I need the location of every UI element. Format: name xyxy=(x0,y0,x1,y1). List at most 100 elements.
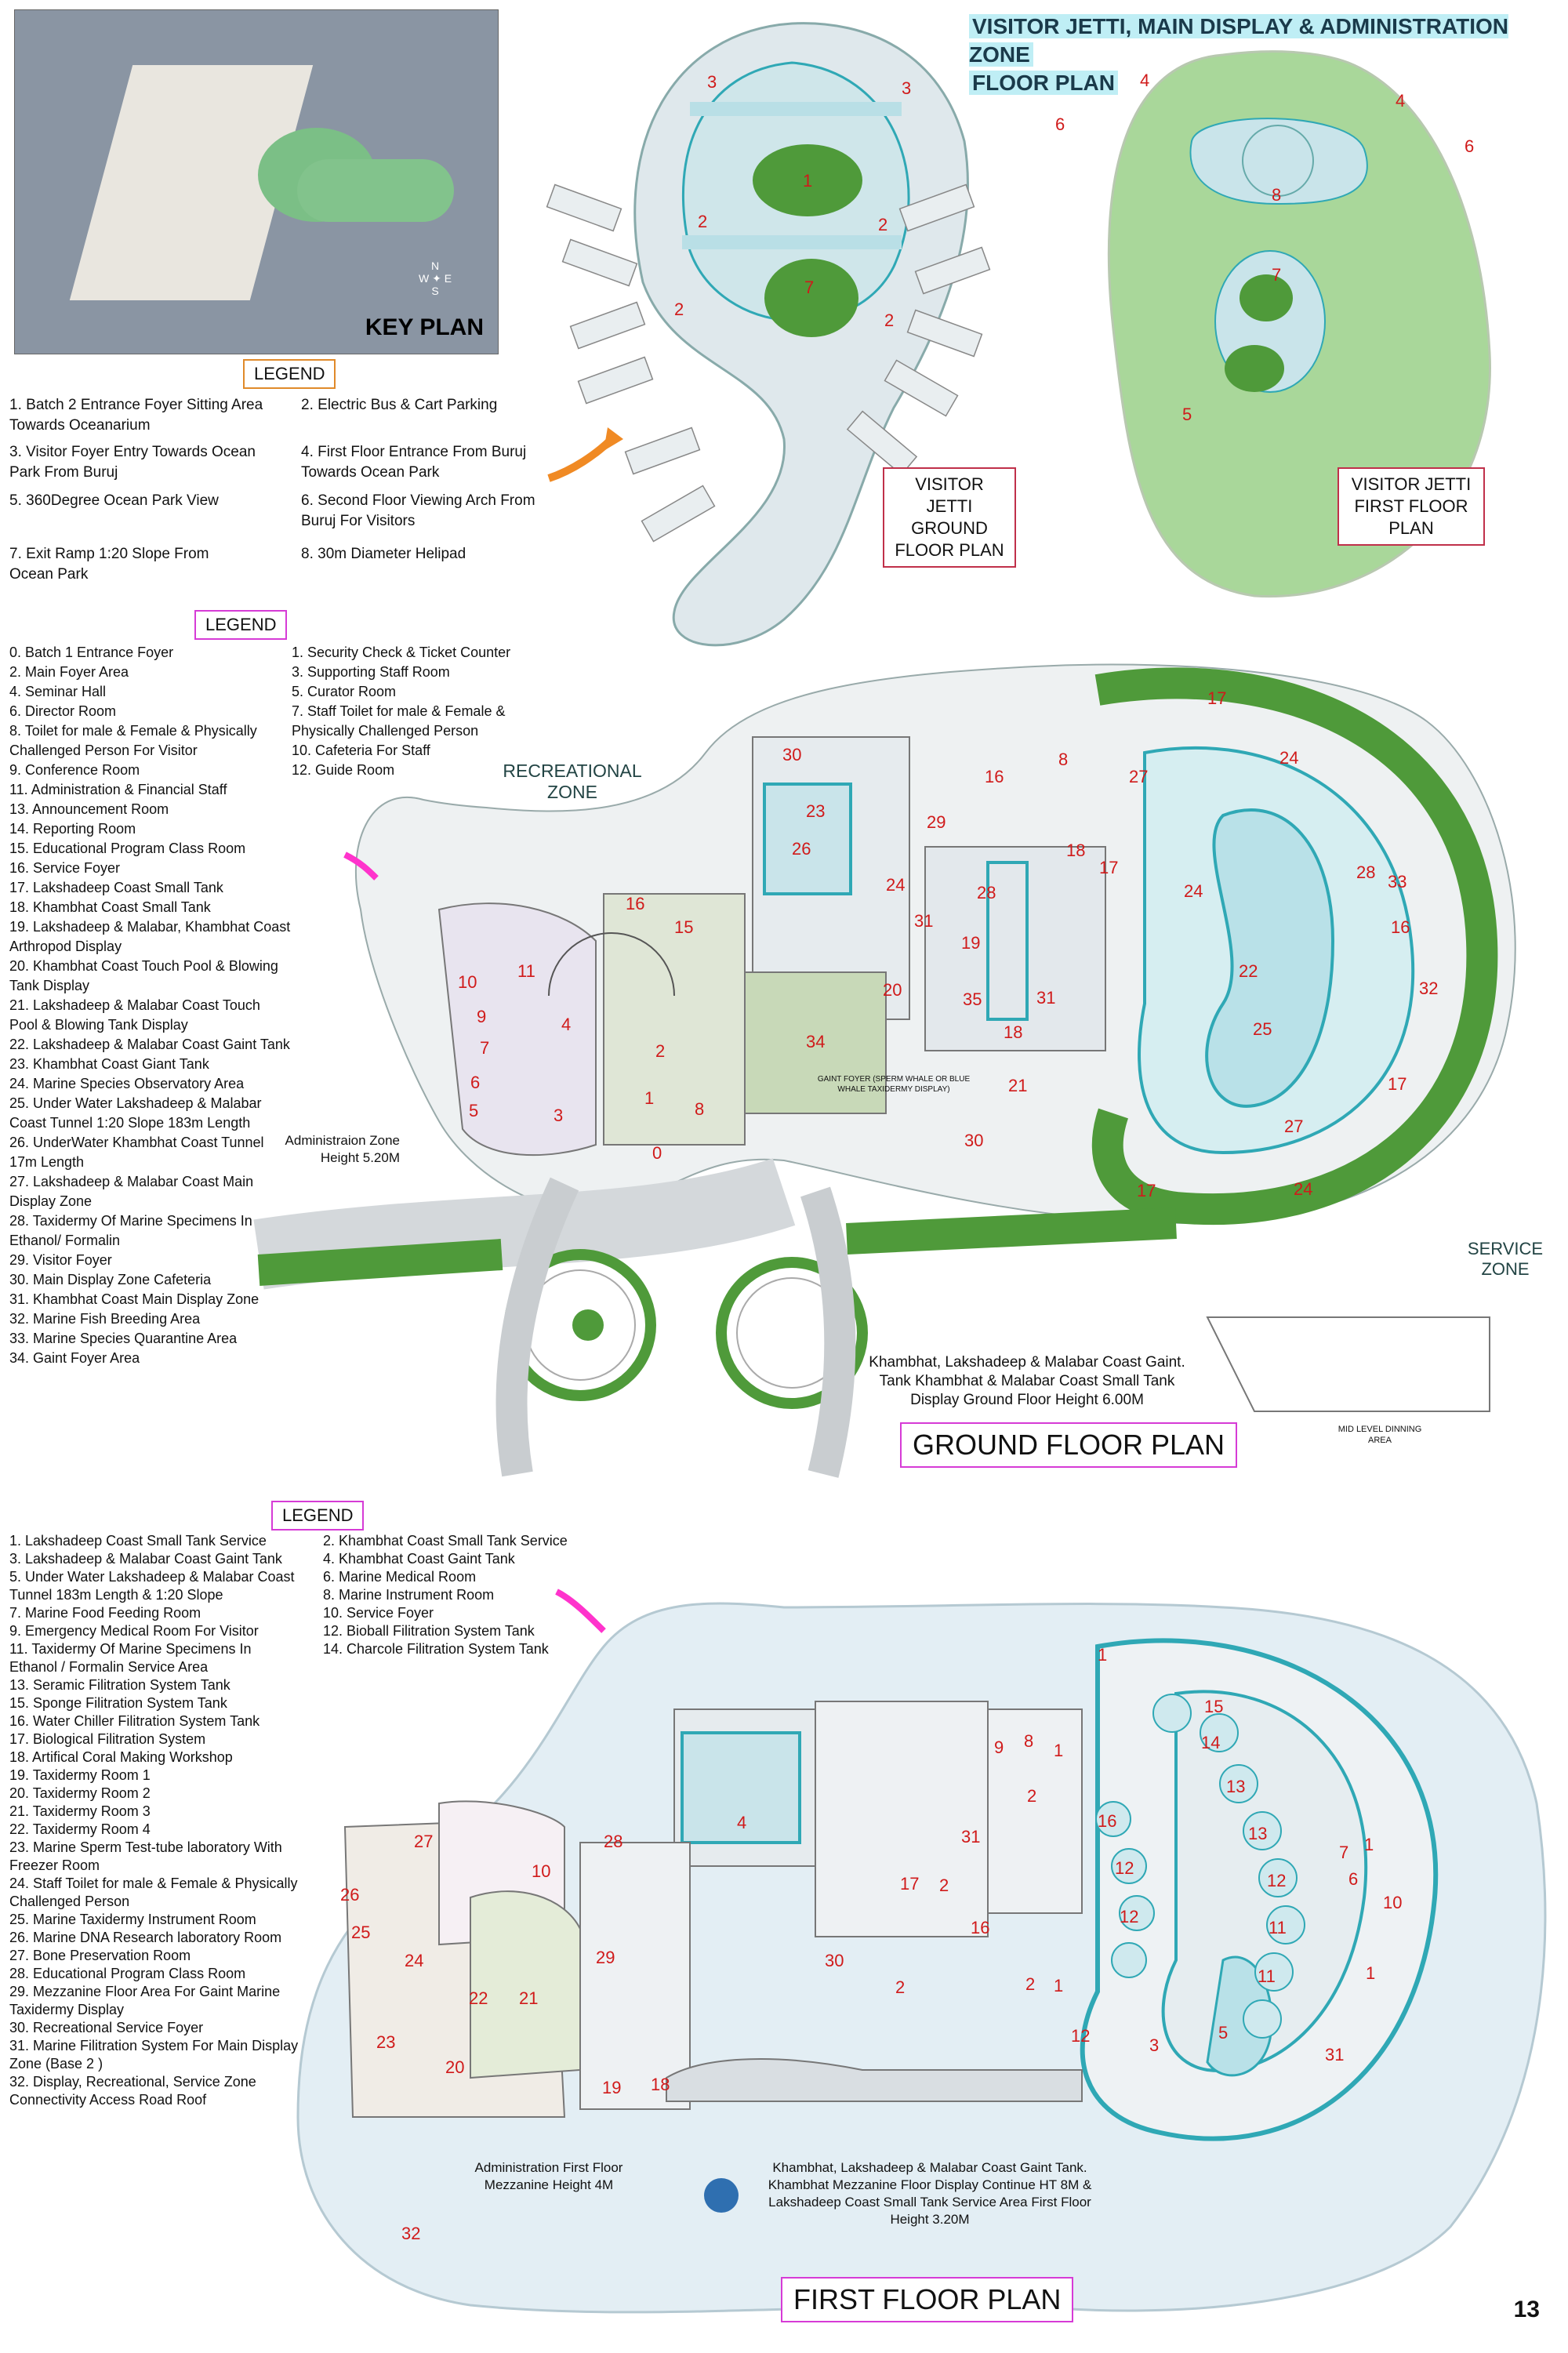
room-number: 14 xyxy=(1201,1733,1221,1752)
room-number: 19 xyxy=(961,933,981,953)
legend-item: 5. Curator Room xyxy=(292,684,397,699)
room-number: 2 xyxy=(884,310,895,330)
room-number: 2 xyxy=(1027,1786,1037,1806)
room-number: 32 xyxy=(401,2224,421,2243)
room-number: 7 xyxy=(804,278,815,297)
legend-item: 14. Reporting Room xyxy=(9,821,136,837)
room-number: 26 xyxy=(792,839,811,859)
gaint-foyer-note: GAINT FOYER (SPERM WHALE OR BLUE WHALE T… xyxy=(817,1075,971,1094)
room-number: 1 xyxy=(1364,1835,1374,1854)
room-number: 2 xyxy=(895,1977,906,1997)
room-number: 1 xyxy=(1054,1741,1064,1760)
page-number: 13 xyxy=(1513,2297,1540,2322)
room-number: 10 xyxy=(458,972,477,992)
room-number: 26 xyxy=(340,1885,360,1905)
legend-item: 9. Emergency Medical Room For Visitor xyxy=(9,1623,259,1639)
legend-item: 30. Main Display Zone Cafeteria xyxy=(9,1272,212,1287)
legend-item: 10. Cafeteria For Staff xyxy=(292,743,430,758)
room-number: 7 xyxy=(1339,1843,1349,1862)
service-zone-label: SERVICE ZONE xyxy=(1467,1239,1544,1279)
key-plan: N W ✦ E S KEY PLAN xyxy=(14,9,499,354)
legend-item: 31. Khambhat Coast Main Display Zone xyxy=(9,1291,260,1307)
room-number: 8 xyxy=(695,1099,705,1119)
admin-height-note: Administraion Zone Height 5.20M xyxy=(285,1133,400,1165)
room-number: 11 xyxy=(517,961,535,981)
legend-item: 27. Bone Preservation Room xyxy=(9,1948,191,1963)
legend-item: 16. Service Foyer xyxy=(9,860,121,876)
room-number: 24 xyxy=(1279,748,1299,768)
legend-item: 33. Marine Species Quarantine Area xyxy=(9,1331,238,1346)
legend-item: 26. UnderWater Khambhat Coast Tunnel 17m… xyxy=(9,1135,264,1170)
room-number: 8 xyxy=(1058,750,1069,769)
room-number: 17 xyxy=(1388,1074,1407,1094)
room-number: 7 xyxy=(1272,265,1282,285)
room-number: 11 xyxy=(1258,1966,1276,1986)
legend-item: 28. Taxidermy Of Marine Specimens In Eth… xyxy=(9,1213,252,1248)
room-number: 1 xyxy=(1098,1645,1108,1665)
room-number: 28 xyxy=(977,883,996,902)
room-number: 9 xyxy=(477,1007,487,1026)
legend-item: 1. Security Check & Ticket Counter xyxy=(292,645,511,660)
legend-item: 25. Marine Taxidermy Instrument Room xyxy=(9,1912,256,1927)
room-number: 2 xyxy=(655,1041,666,1061)
room-number: 2 xyxy=(1025,1974,1036,1994)
legend-item: 26. Marine DNA Research laboratory Room xyxy=(9,1930,282,1945)
room-number: 4 xyxy=(561,1015,572,1034)
room-number: 34 xyxy=(806,1032,826,1051)
room-number: 17 xyxy=(1207,688,1227,708)
legend-item: 25. Under Water Lakshadeep & Malabar Coa… xyxy=(9,1095,262,1131)
room-number: 6 xyxy=(1348,1869,1359,1889)
room-number: 29 xyxy=(927,812,946,832)
legend-item: 28. Educational Program Class Room xyxy=(9,1966,246,1981)
room-number: 12 xyxy=(1115,1858,1134,1878)
room-number: 29 xyxy=(596,1948,615,1967)
legend-item: 5. 360Degree Ocean Park View xyxy=(9,492,219,509)
legend-item: 23. Khambhat Coast Giant Tank xyxy=(9,1056,209,1072)
room-number: 8 xyxy=(1272,185,1282,205)
room-number: 28 xyxy=(604,1832,623,1851)
room-number: 18 xyxy=(1066,841,1086,860)
room-number: 1 xyxy=(803,171,813,191)
room-number: 24 xyxy=(1294,1179,1313,1199)
legend-item: 1. Batch 2 Entrance Foyer Sitting Area T… xyxy=(9,397,263,434)
jetti-first-title: VISITOR JETTI FIRST FLOOR PLAN xyxy=(1338,467,1485,546)
room-number: 22 xyxy=(469,1988,488,2008)
room-number: 15 xyxy=(1204,1697,1224,1716)
arrow-icon xyxy=(547,436,615,482)
legend-item: 2. Khambhat Coast Small Tank Service xyxy=(323,1533,568,1549)
legend-item: 8. Marine Instrument Room xyxy=(323,1587,495,1603)
room-number: 17 xyxy=(900,1874,920,1894)
room-number: 4 xyxy=(1140,71,1150,90)
room-number: 5 xyxy=(469,1101,479,1120)
room-number: 16 xyxy=(971,1918,990,1937)
legend-item: 3. Supporting Staff Room xyxy=(292,664,450,680)
legend-item: 14. Charcole Filitration System Tank xyxy=(323,1641,549,1657)
first-tank-note: Khambhat, Lakshadeep & Malabar Coast Gai… xyxy=(768,2160,1092,2227)
legend-item: 13. Announcement Room xyxy=(9,801,169,817)
arrow-icon xyxy=(343,852,379,881)
room-number: 16 xyxy=(626,894,645,913)
legend-item: 11. Administration & Financial Staff xyxy=(9,782,227,797)
legend-item: 17. Biological Filitration System xyxy=(9,1731,206,1747)
legend-title-first: LEGEND xyxy=(271,1501,365,1531)
legend-item: 29. Mezzanine Floor Area For Gaint Marin… xyxy=(9,1984,281,2017)
room-number: 17 xyxy=(1099,858,1119,877)
visitor-jetti-first-floor-drawing xyxy=(1107,50,1491,598)
legend-item: 6. Marine Medical Room xyxy=(323,1569,477,1585)
legend-item: 30. Recreational Service Foyer xyxy=(9,2020,204,2035)
legend-item: 32. Marine Fish Breeding Area xyxy=(9,1311,201,1327)
room-number: 2 xyxy=(698,212,708,231)
room-number: 16 xyxy=(1391,917,1410,937)
legend-item: 17. Lakshadeep Coast Small Tank xyxy=(9,880,223,895)
arrow-icon xyxy=(555,1589,606,1633)
room-number: 13 xyxy=(1226,1777,1246,1796)
ground-tank-note: Khambhat, Lakshadeep & Malabar Coast Gai… xyxy=(869,1354,1185,1408)
legend-item: 4. Seminar Hall xyxy=(9,684,107,699)
legend-item: 8. 30m Diameter Helipad xyxy=(301,546,466,562)
legend-item: 19. Taxidermy Room 1 xyxy=(9,1767,151,1783)
room-number: 33 xyxy=(1388,872,1407,891)
legend-item: 7. Exit Ramp 1:20 Slope From Ocean Park xyxy=(9,546,209,583)
legend-item: 3. Visitor Foyer Entry Towards Ocean Par… xyxy=(9,444,256,481)
legend-item: 24. Staff Toilet for male & Female & Phy… xyxy=(9,1876,298,1909)
